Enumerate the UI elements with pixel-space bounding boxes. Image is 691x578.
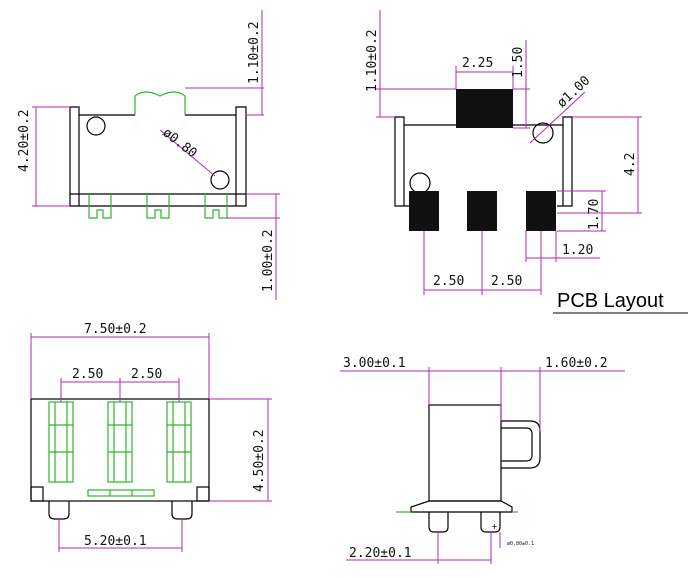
side-view-hole — [86, 116, 106, 136]
end-view-foot — [428, 512, 449, 533]
top-view-pitch-2: 2.50 — [131, 367, 162, 382]
end-view-lever-width: 1.60±0.2 — [545, 356, 608, 371]
pcb-layout-body — [394, 117, 409, 207]
cross-mark-icon: + — [491, 522, 498, 531]
end-view-tiny-note: ø0.80±0.1 — [507, 541, 534, 547]
pin-pad — [526, 191, 556, 231]
side-view: 4.20±0.2 1.10±0.2 ø0.80 1.00±0.2 — [17, 10, 280, 300]
pcb-overall-height: 4.2 — [623, 153, 638, 176]
pcb-top-height: 1.10±0.2 — [365, 29, 380, 92]
top-view-height: 4.50±0.2 — [252, 429, 267, 492]
side-view-lever — [134, 91, 186, 115]
pcb-layout-hole — [532, 122, 554, 144]
top-view-width: 7.50±0.2 — [84, 322, 147, 337]
top-view-slots — [48, 401, 192, 497]
pcb-pitch-1: 2.50 — [433, 274, 464, 289]
end-view-lever — [501, 420, 541, 469]
end-view-body — [428, 404, 502, 502]
side-view-hole — [210, 170, 230, 190]
end-view: + 3.00±0.1 1.60±0.2 2.20±0.1 ø0.80±0.1 — [340, 356, 625, 564]
pcb-pitch-2: 2.50 — [491, 274, 522, 289]
end-view-body-width: 3.00±0.1 — [343, 356, 406, 371]
top-view-base-width: 5.20±0.1 — [84, 534, 147, 549]
pcb-pin-pad-width: 1.20 — [562, 243, 593, 258]
side-view-body-height: 4.20±0.2 — [17, 109, 32, 172]
pcb-pad-height: 1.50 — [511, 47, 526, 78]
pcb-layout-title: PCB Layout — [557, 290, 664, 312]
pin-pad — [409, 191, 439, 231]
pcb-layout-hole — [409, 172, 431, 194]
pcb-pin-pad-height: 1.70 — [587, 199, 602, 230]
side-view-pin-length: 1.00±0.2 — [261, 229, 276, 292]
top-view-foot — [171, 501, 193, 520]
pcb-hole-diameter: ø1.00 — [554, 73, 593, 111]
end-view-foot-spacing: 2.20±0.1 — [349, 546, 412, 561]
top-view-foot — [48, 501, 70, 520]
top-view: 7.50±0.2 2.50 2.50 4.50±0.2 5.20±0.1 — [30, 322, 272, 552]
pcb-layout-view: 1.10±0.2 2.25 1.50 ø1.00 4.2 1.70 1.20 2… — [365, 10, 688, 314]
side-view-hole-diameter: ø0.80 — [160, 125, 200, 161]
lever-pad — [456, 89, 513, 128]
top-view-pitch-1: 2.50 — [72, 367, 103, 382]
pcb-pad-width: 2.25 — [462, 56, 493, 71]
pin-pad — [467, 191, 497, 231]
end-view-base — [410, 500, 513, 513]
side-view-top-height: 1.10±0.2 — [247, 21, 262, 84]
top-view-body — [30, 398, 210, 502]
side-view-pins — [88, 194, 228, 219]
side-view-body — [69, 106, 247, 207]
